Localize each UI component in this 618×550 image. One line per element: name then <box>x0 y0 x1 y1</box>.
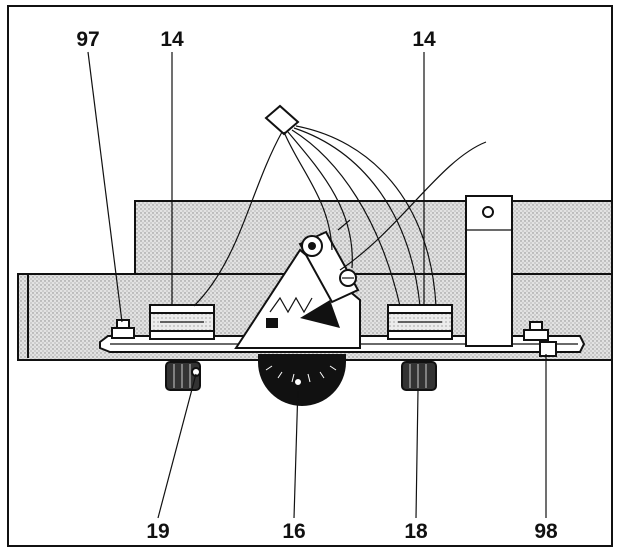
callout-97: 97 <box>76 28 99 51</box>
callout-14-right: 14 <box>412 28 436 51</box>
left-screw <box>111 319 135 339</box>
left-knob <box>165 361 201 391</box>
right-post <box>465 195 513 347</box>
callout-18: 18 <box>404 520 428 543</box>
wire-connector <box>264 104 300 136</box>
rear-housing <box>134 200 613 275</box>
wire-bundle <box>193 125 487 307</box>
callout-14-left: 14 <box>160 28 184 51</box>
contact-block <box>266 318 278 328</box>
left-coil <box>149 304 215 340</box>
right-knob <box>401 361 437 391</box>
right-coil <box>387 304 453 340</box>
leader-lines <box>87 51 547 519</box>
arm-pivot-center <box>308 242 316 250</box>
contact-spring <box>269 296 313 314</box>
callout-16: 16 <box>282 520 305 543</box>
callout-19: 19 <box>146 520 169 543</box>
callout-98: 98 <box>534 520 558 543</box>
right-screw <box>523 321 557 357</box>
rotary-disc <box>258 300 346 406</box>
